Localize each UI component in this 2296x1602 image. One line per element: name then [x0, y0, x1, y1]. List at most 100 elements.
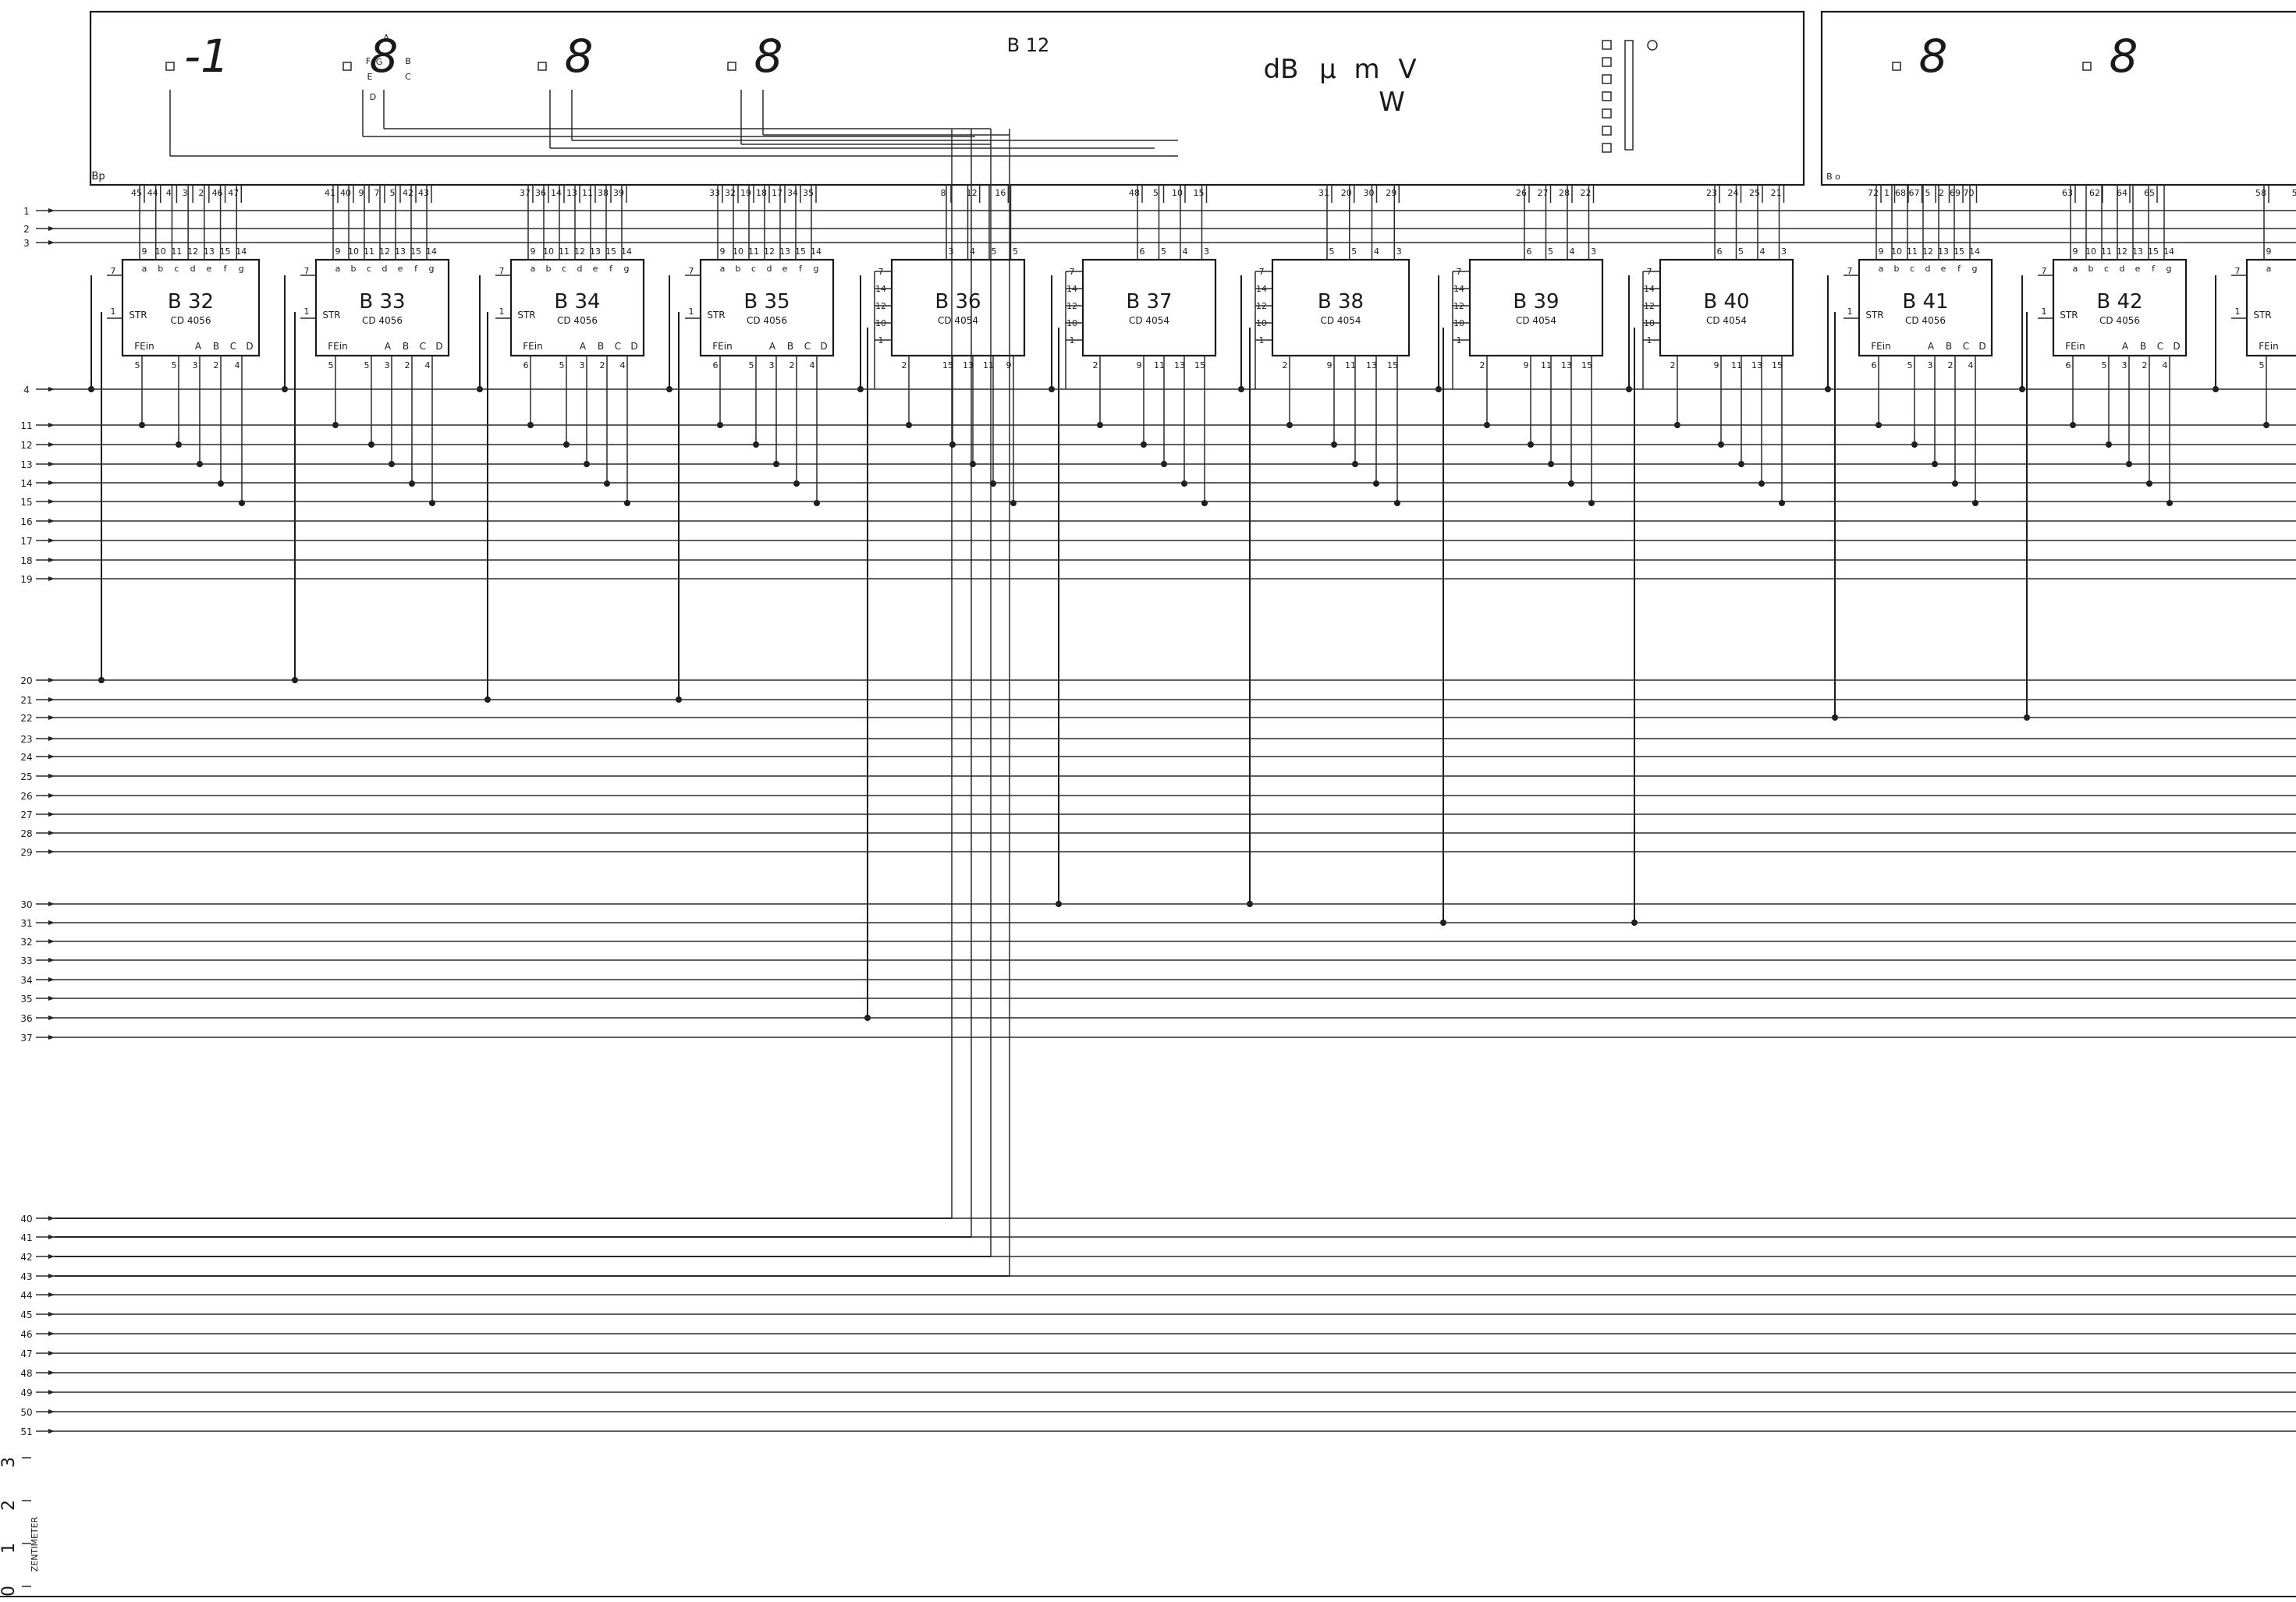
- label-d: D: [1978, 341, 1985, 352]
- chip-segment-name: a: [1879, 264, 1884, 274]
- connector-number: 62: [2089, 188, 2100, 198]
- bus-label-28: 28: [20, 828, 32, 839]
- chip-body: [1271, 258, 1411, 357]
- chip-segment-name: a: [335, 264, 341, 274]
- scale-mark-0: 0: [0, 1586, 19, 1597]
- bus-label-50: 50: [20, 1407, 32, 1418]
- chip-top-pin-number: 3: [1204, 246, 1209, 257]
- chip-bottom-pin-number: 2: [790, 360, 795, 370]
- chip-bottom-pin-number: 2: [1283, 360, 1288, 370]
- chip-name: B 39: [1513, 290, 1559, 314]
- unit-label-0: dB: [1264, 54, 1299, 85]
- chip-bottom-pin-number: 2: [902, 360, 907, 370]
- bus-label-12: 12: [20, 440, 32, 451]
- connector-number: 33: [709, 188, 720, 198]
- chip-bottom-pin-number: 5: [2102, 360, 2107, 370]
- chip-name: B 42: [2096, 290, 2142, 314]
- chip-bottom-pin-number: 9: [1137, 360, 1142, 370]
- junction-dot: [793, 480, 800, 487]
- chip-bottom-pin-number: 4: [2163, 360, 2168, 370]
- bus-label-43: 43: [20, 1271, 32, 1282]
- connector-number: 38: [598, 188, 609, 198]
- chip-top-pin-number: 4: [1760, 246, 1765, 257]
- chip-top-pin-number: 9: [2073, 246, 2078, 257]
- connector-number: 10: [1172, 188, 1183, 198]
- seven-segment-digit: 8: [538, 30, 593, 83]
- connector-number: 65: [2144, 188, 2155, 198]
- connector-number: 12: [967, 188, 978, 198]
- junction-dot: [604, 480, 610, 487]
- chip-name: B 37: [1126, 290, 1172, 314]
- bus-label-3: 3: [23, 238, 30, 249]
- chip-name: B 32: [168, 290, 214, 314]
- label-a: A: [769, 341, 776, 352]
- unit-label-1: μ: [1319, 54, 1336, 85]
- chip-segment-name: c: [1910, 264, 1915, 274]
- chip-top-pin-number: 14: [621, 246, 632, 257]
- chip-name: B 36: [935, 290, 981, 314]
- led-indicator: [1602, 143, 1612, 153]
- chip-top-pin-number: 12: [379, 246, 390, 257]
- bus-label-37: 37: [20, 1033, 32, 1044]
- chip-bottom-pin-number: 5: [172, 360, 177, 370]
- chip-top-pin-number: 13: [1938, 246, 1949, 257]
- connector-number: 13: [566, 188, 577, 198]
- chip-top-pin-number: 3: [949, 246, 954, 257]
- junction-dot: [1201, 500, 1208, 506]
- led-bargraph: [1624, 40, 1634, 151]
- junction-dot: [624, 500, 630, 506]
- led-indicator: [1602, 126, 1612, 136]
- label-b: B: [1946, 341, 1952, 352]
- label-d: D: [630, 341, 637, 352]
- label-b: B: [403, 341, 409, 352]
- label-fein: FEin: [328, 341, 347, 352]
- chip-segment-name: c: [562, 264, 566, 274]
- label-a: A: [195, 341, 202, 352]
- led-indicator: [1602, 57, 1612, 67]
- chip-segment-name: c: [751, 264, 756, 274]
- connector-number: 21: [1771, 188, 1782, 198]
- chip-segment-name: d: [577, 264, 583, 274]
- label-pin7: 7: [304, 266, 310, 276]
- chip-segment-name: d: [1925, 264, 1931, 274]
- bus-lines: 1234111213141516171819202122232425262728…: [20, 206, 2296, 1437]
- label-pin1: 1: [111, 307, 116, 317]
- chip-bottom-pin-number: 9: [1524, 360, 1529, 370]
- label-d: D: [246, 341, 253, 352]
- chip-segment-name: b: [546, 264, 552, 274]
- bus-label-17: 17: [20, 536, 32, 547]
- chip-bottom-pin-number: 4: [425, 360, 431, 370]
- label-str: STR: [1865, 310, 1883, 321]
- label-pin1: 1: [1847, 307, 1853, 317]
- chip-top-pin-number: 12: [574, 246, 585, 257]
- segment-name-e: E: [367, 72, 373, 82]
- chip-bottom-pin-number: 3: [193, 360, 198, 370]
- connector-number: 42: [403, 188, 413, 198]
- segment-name-d: D: [370, 92, 376, 102]
- connector-number: 41: [325, 188, 335, 198]
- chip-segment-name: c: [174, 264, 179, 274]
- chip-name: B 33: [359, 290, 405, 314]
- label-a: A: [385, 341, 392, 352]
- chip-segment-name: a: [142, 264, 147, 274]
- chip-segment-name: e: [782, 264, 788, 274]
- chip-top-pin-number: 3: [1591, 246, 1596, 257]
- chip-bottom-pin-number: 2: [214, 360, 219, 370]
- connector-number: 58: [2255, 188, 2266, 198]
- scale-caption: ZENTIMETER: [30, 1516, 40, 1572]
- connector-number: 23: [1706, 188, 1717, 198]
- label-fein: FEin: [134, 341, 154, 352]
- chip-bottom-pin-number: 3: [385, 360, 390, 370]
- chip-bottom-pin-number: 6: [1872, 360, 1877, 370]
- led-indicator: [1602, 74, 1612, 84]
- chip-segment-name: b: [1894, 264, 1900, 274]
- label-pin7: 7: [111, 266, 116, 276]
- bus-label-25: 25: [20, 771, 32, 782]
- chip-top-pin-number: 13: [204, 246, 215, 257]
- label-c: C: [1963, 341, 1969, 352]
- chip-segment-name: d: [190, 264, 196, 274]
